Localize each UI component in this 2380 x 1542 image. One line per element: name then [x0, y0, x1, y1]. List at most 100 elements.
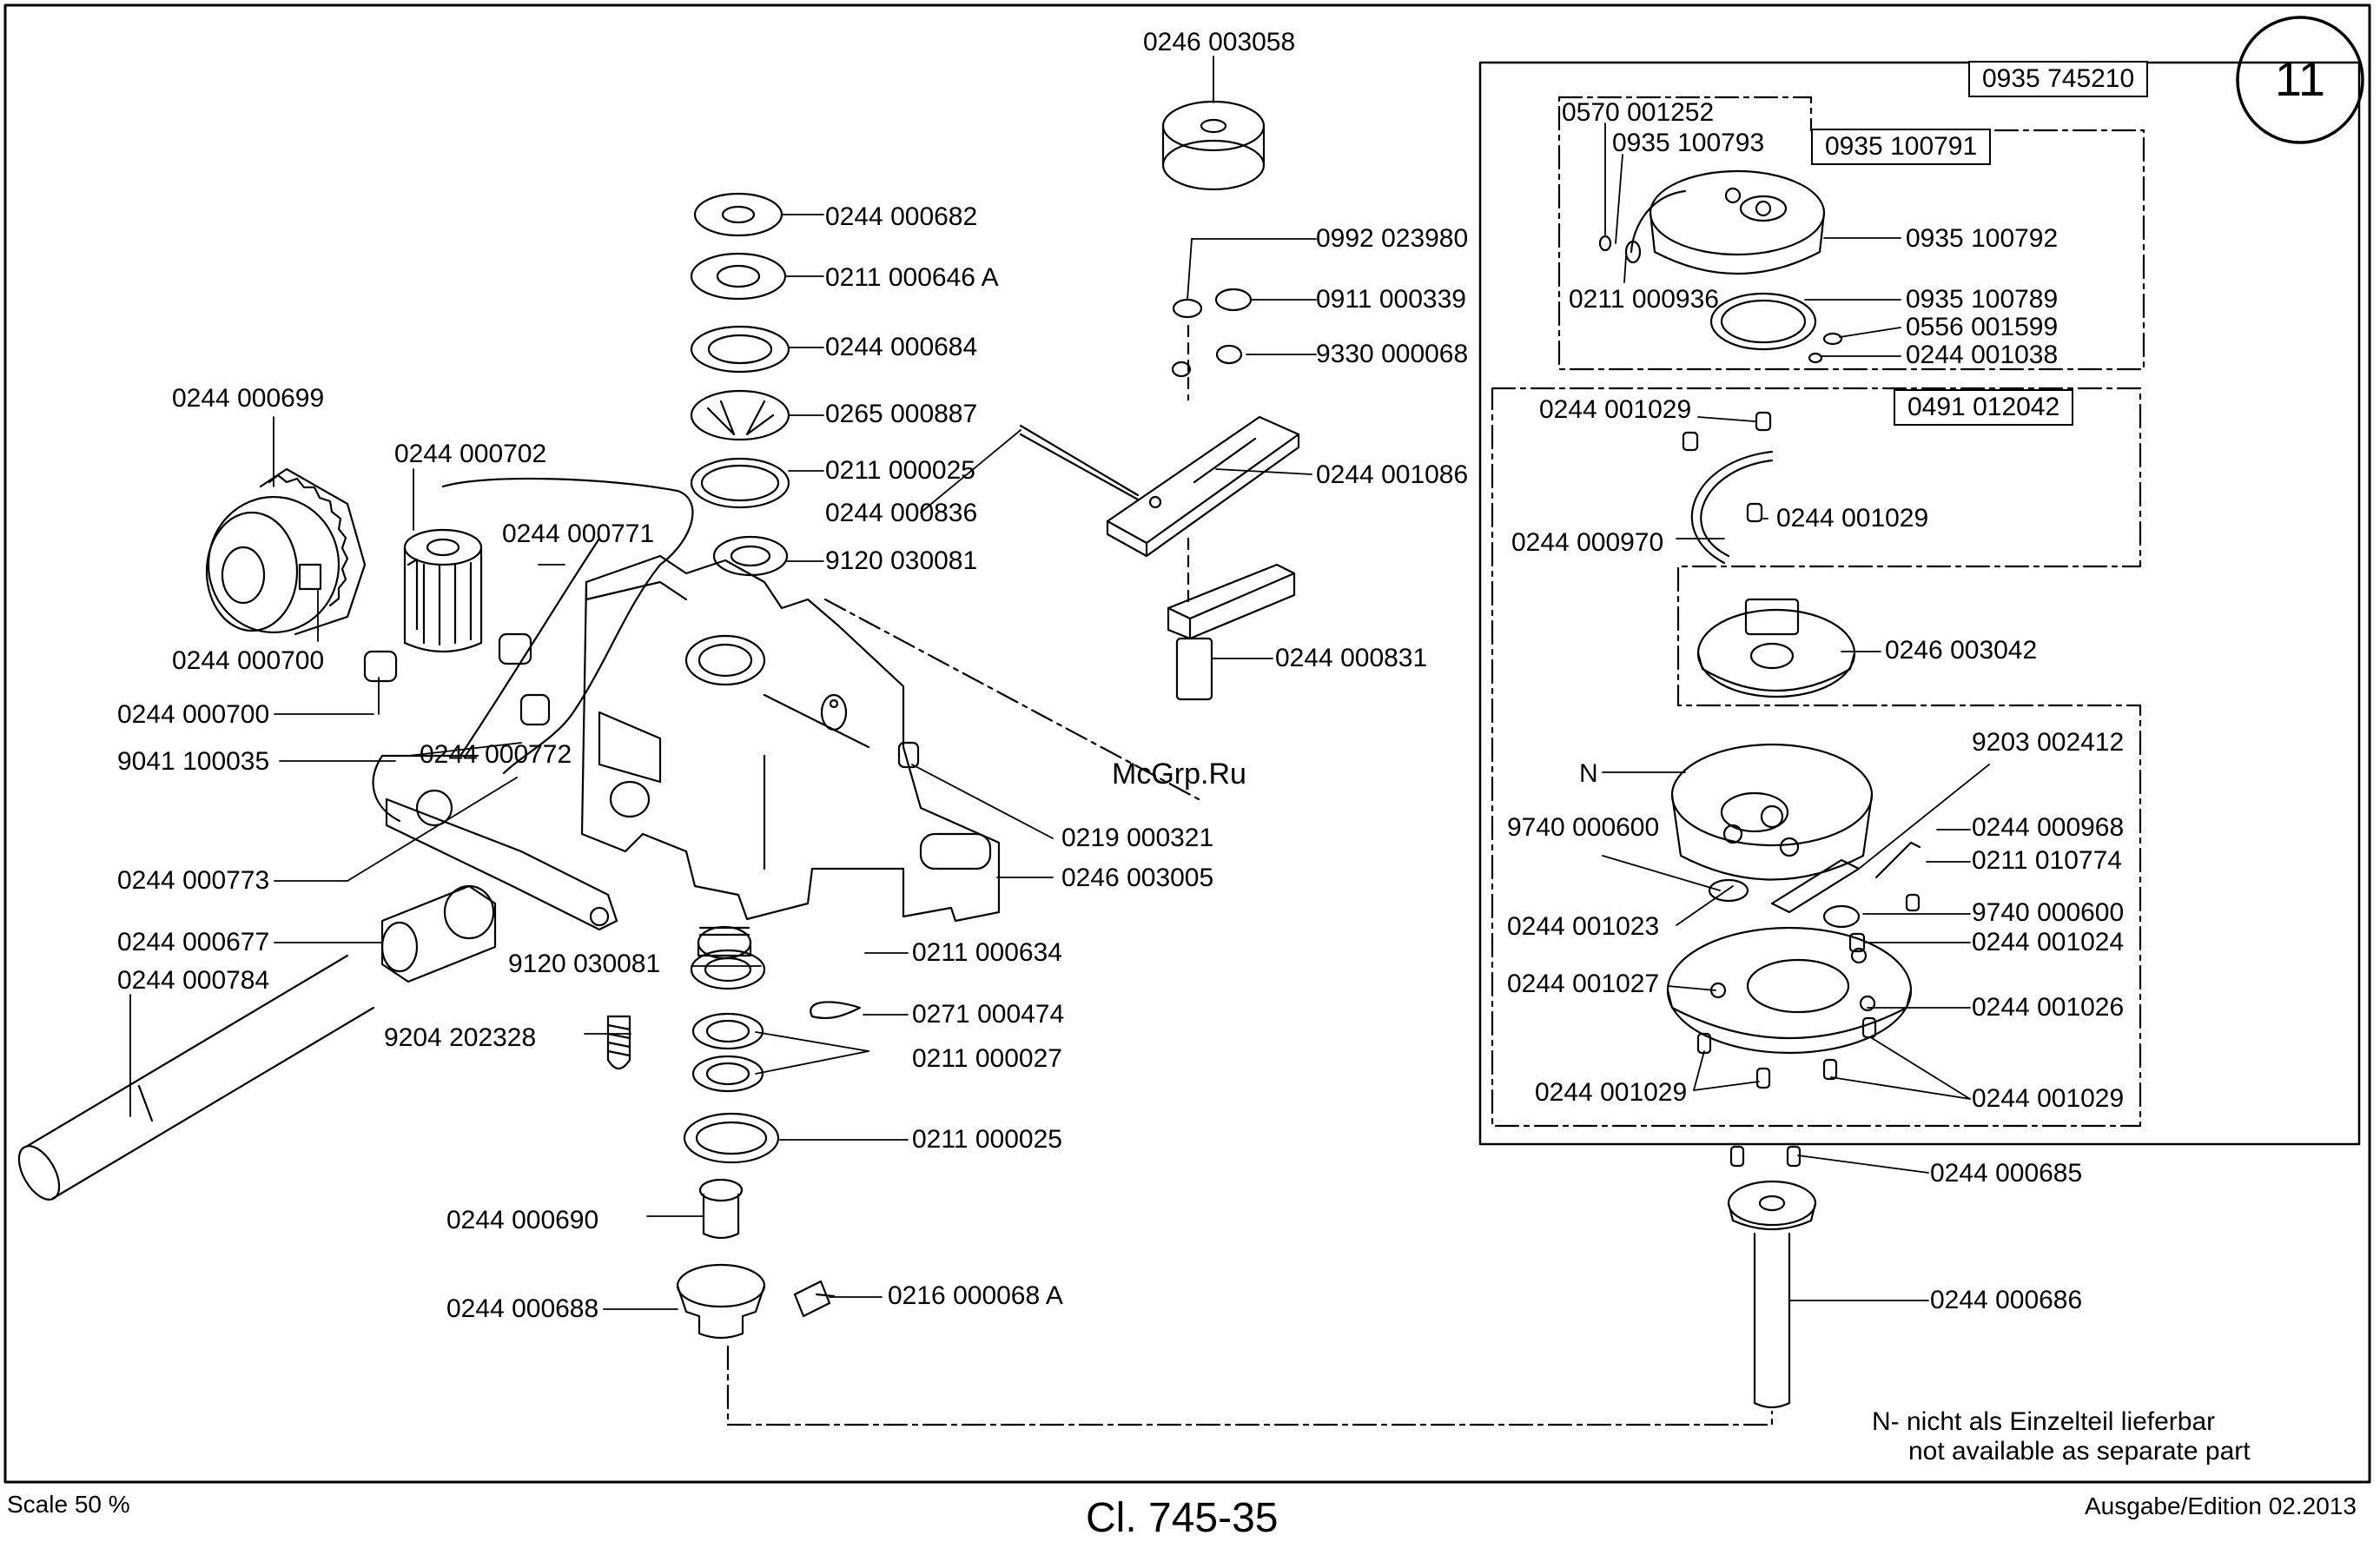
part-label: 0211 010774	[1972, 846, 2122, 875]
part-label: 0244 000677	[117, 928, 270, 956]
part-label: 0244 000968	[1972, 813, 2125, 842]
pinion-gear-icon	[403, 528, 483, 653]
availability-note-en: not available as separate part	[1908, 1437, 2251, 1466]
cable-icon	[441, 477, 694, 775]
screw-icon	[1171, 288, 1253, 378]
hook-base-plate-icon	[1666, 926, 1913, 1055]
part-label: 0935 100792	[1906, 224, 2059, 253]
part-label: 0935 100789	[1906, 285, 2059, 314]
part-label: 0265 000887	[825, 400, 978, 428]
part-label: 0244 001029	[1972, 1084, 2125, 1113]
part-label: 0244 000773	[117, 866, 270, 895]
watermark: McGrp.Ru	[1112, 758, 1246, 791]
shaft-coupling-icon	[380, 884, 497, 983]
needle-plate-icon	[1106, 415, 1300, 558]
part-label: 0244 000682	[825, 202, 978, 231]
helical-gear-icon	[205, 467, 367, 636]
drive-shaft-icon	[17, 954, 375, 1201]
part-label: 0211 000027	[912, 1044, 1062, 1073]
middle-subassembly-frame	[1491, 387, 2142, 1128]
crank-lever-icon	[372, 754, 618, 931]
part-label: 0271 000474	[912, 1000, 1065, 1029]
part-label: 0556 001599	[1906, 313, 2059, 341]
page-frame	[3, 3, 2371, 1484]
scale-label: Scale 50 %	[7, 1491, 130, 1518]
part-label: 0219 000321	[1061, 824, 1214, 852]
upper-subassembly-frame	[1557, 96, 2145, 371]
part-label: 0244 001029	[1539, 395, 1692, 424]
part-label: 0244 000699	[172, 384, 325, 413]
part-label: 0244 000831	[1275, 644, 1428, 672]
part-label: 9203 002412	[1972, 728, 2125, 757]
part-label: 0244 000771	[502, 520, 655, 548]
part-label: 0211 000025	[825, 456, 975, 485]
part-label: 0244 000688	[446, 1294, 599, 1323]
part-label: 0244 001024	[1972, 928, 2125, 956]
alignment-line	[823, 598, 1200, 801]
lower-stack-icon	[676, 925, 862, 1340]
hook-assembly-frame	[1478, 61, 2361, 1146]
model-label: Cl. 745-35	[1086, 1495, 1279, 1541]
part-label: 0246 003058	[1143, 28, 1296, 56]
part-label: 0211 000634	[912, 938, 1062, 967]
part-label: 0211 000646 A	[825, 263, 999, 292]
leader-lines	[129, 56, 1990, 1310]
part-label: 0244 001026	[1972, 993, 2125, 1022]
part-label: 0244 000772	[420, 740, 572, 769]
part-label: 0246 003042	[1885, 636, 2038, 665]
page-number: 11	[2275, 51, 2325, 106]
part-label: 0992 023980	[1316, 224, 1469, 253]
part-label: 9740 000600	[1507, 813, 1660, 842]
screw-icon	[606, 1015, 631, 1070]
bobbin-icon	[1161, 100, 1266, 191]
part-label: 0211 000025	[912, 1125, 1062, 1154]
part-label: 0244 000784	[117, 966, 270, 995]
part-label: 9204 202328	[384, 1023, 537, 1052]
part-label: 0244 000836	[825, 499, 978, 527]
part-label: 0246 003005	[1061, 864, 1214, 892]
small-parts-icon	[1696, 841, 1921, 1089]
part-label: 0216 000068 A	[888, 1281, 1063, 1310]
part-label: 0244 000685	[1930, 1159, 2083, 1188]
part-label: 9330 000068	[1316, 340, 1469, 368]
part-label: 9041 100035	[117, 747, 270, 776]
part-label: 0244 000684	[825, 333, 978, 361]
assembly-number-upper: 0935 100791	[1811, 129, 1992, 165]
part-label: 0244 001029	[1535, 1078, 1688, 1107]
part-label: 0911 000339	[1316, 285, 1466, 314]
washer-stack-icon	[690, 192, 790, 577]
part-label: 0244 001023	[1507, 912, 1660, 941]
part-label: 0244 001086	[1316, 460, 1469, 489]
part-label: 0244 000700	[172, 646, 325, 675]
availability-note-de: N- nicht als Einzelteil lieferbar	[1872, 1407, 2216, 1436]
part-label: 0244 000702	[394, 440, 547, 468]
hook-icon	[1696, 598, 1856, 698]
part-label: 0244 000970	[1511, 528, 1664, 557]
not-available-marker: N	[1579, 759, 1598, 788]
alignment-line	[726, 1345, 1774, 1426]
assembly-number-middle: 0491 012042	[1894, 389, 2074, 426]
part-label: 0244 001029	[1776, 504, 1929, 533]
page-number-circle	[2236, 16, 2364, 144]
part-label: 9120 030081	[508, 950, 661, 978]
edition-label: Ausgabe/Edition 02.2013	[2085, 1492, 2357, 1519]
gib-ring-icon	[1682, 411, 1774, 565]
part-label: 9120 030081	[825, 546, 978, 575]
bobbin-case-icon	[1598, 169, 1843, 364]
part-label: 0244 001027	[1507, 970, 1660, 998]
part-label: 0244 001038	[1906, 341, 2059, 369]
hook-housing-icon	[580, 554, 1001, 923]
part-label: 0244 000690	[446, 1206, 599, 1234]
set-screw-icon	[363, 632, 551, 726]
part-label: 0570 001252	[1562, 98, 1715, 127]
part-label: 9740 000600	[1972, 898, 2125, 927]
part-label: 0935 100793	[1612, 129, 1765, 157]
part-label: 0211 000936	[1569, 285, 1719, 314]
assembly-number-outer: 0935 745210	[1968, 61, 2149, 97]
part-label: 0244 000700	[117, 700, 270, 729]
feed-dog-icon	[1167, 563, 1296, 701]
feed-rod-icon	[1019, 424, 1140, 501]
hook-shaft-icon	[1727, 1145, 1817, 1409]
